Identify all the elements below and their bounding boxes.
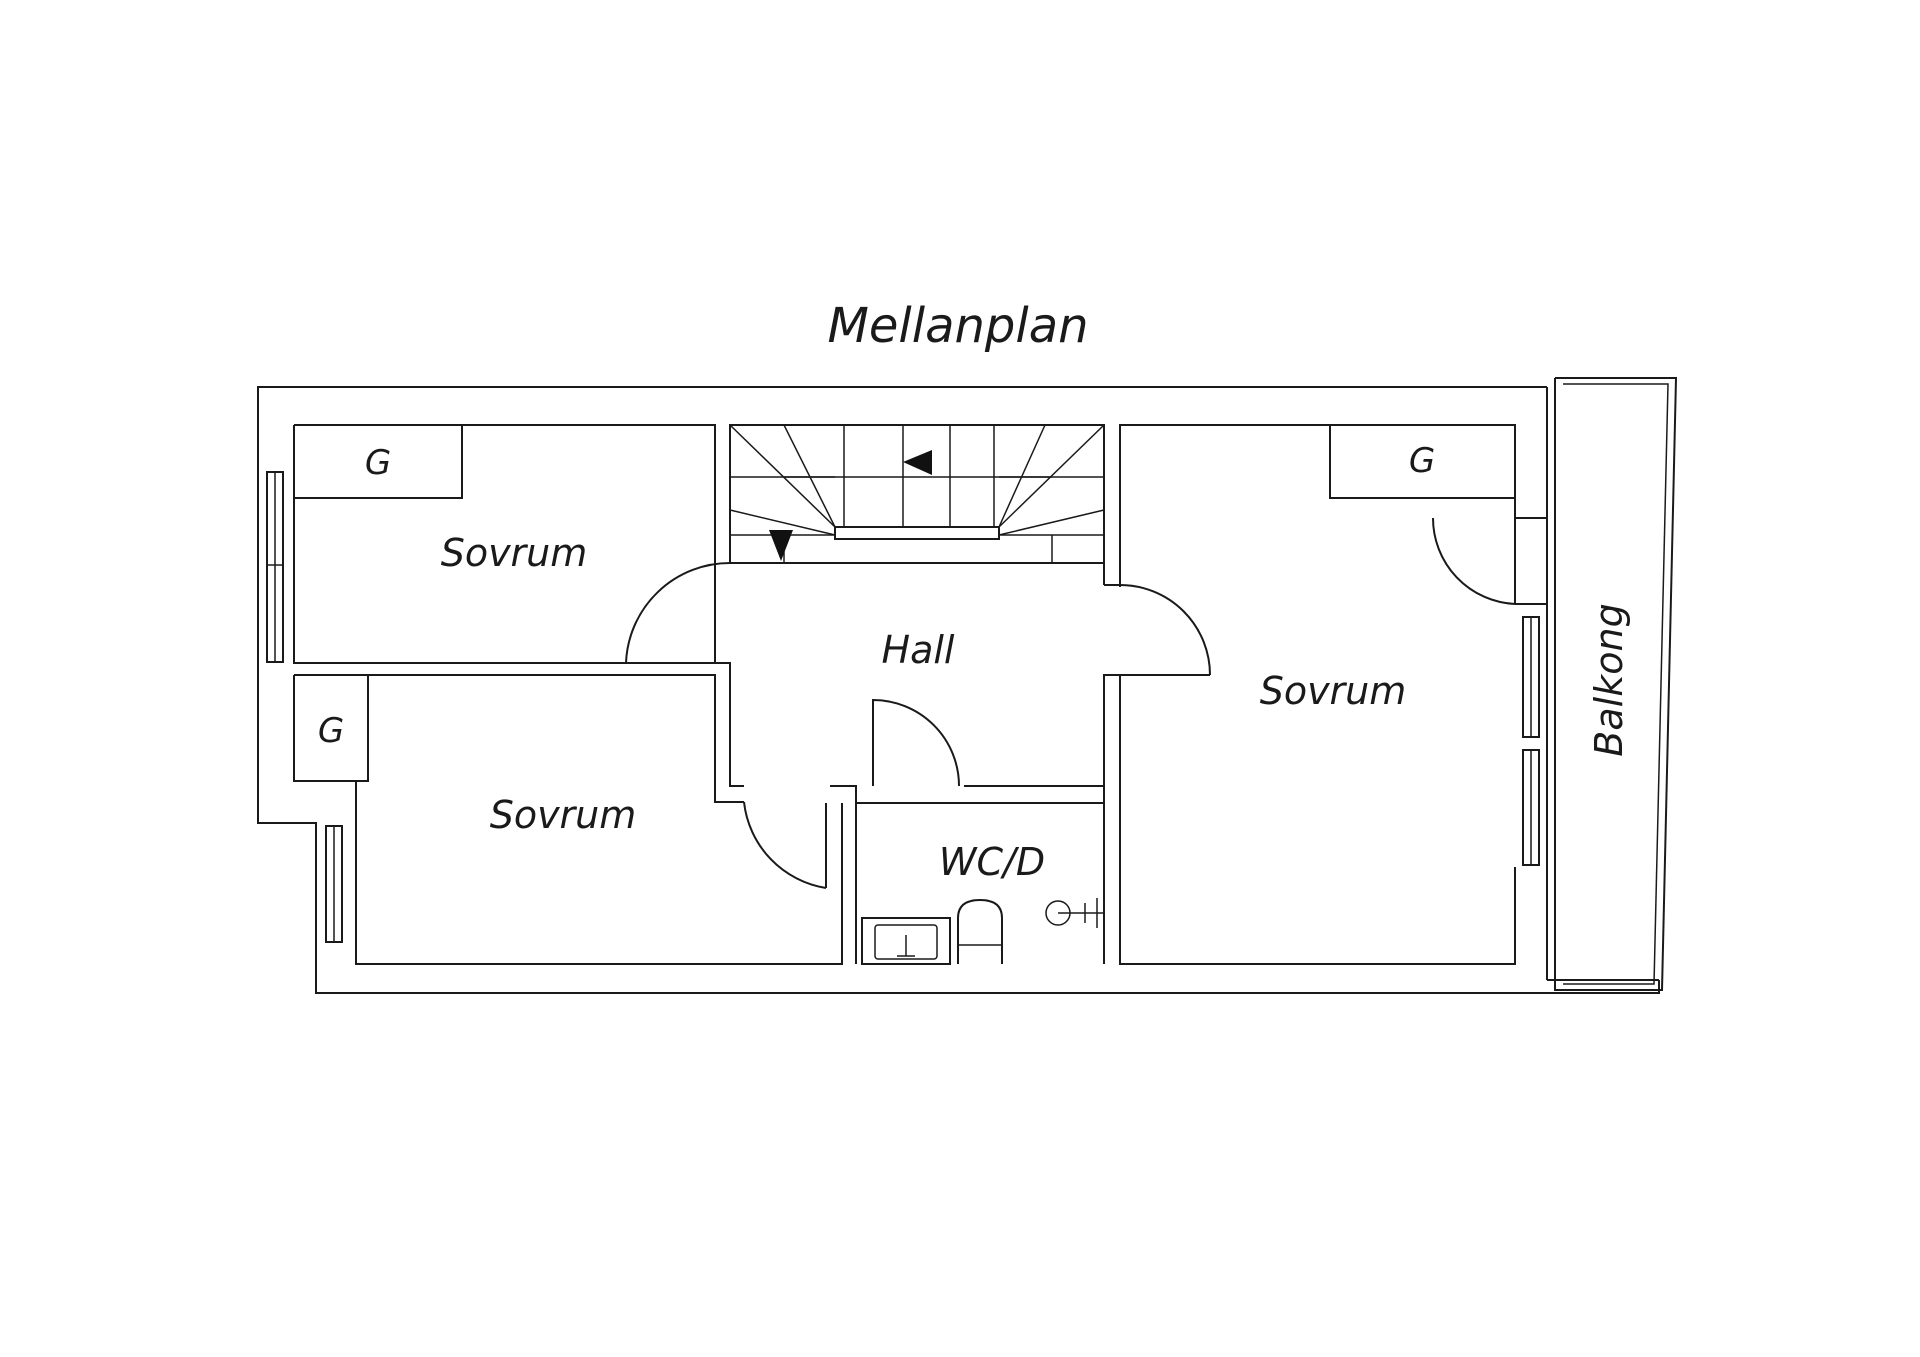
bedroom-right — [1119, 424, 1547, 965]
window-left-upper — [266, 471, 284, 663]
stair-arrow-left-icon — [903, 450, 932, 475]
staircase — [729, 424, 1105, 564]
closet-label: G — [1409, 441, 1435, 481]
door-wc — [872, 698, 960, 787]
toilet-icon — [957, 898, 1003, 964]
room-label-wc: WC/D — [939, 840, 1045, 884]
closet-label: G — [318, 711, 344, 751]
stair-arrow-down-icon — [769, 530, 793, 561]
hall-walls — [626, 425, 1210, 964]
door-bedroom-right — [1104, 584, 1211, 676]
room-label-bedroom-top-left: Sovrum — [441, 531, 588, 575]
balcony-label: Balkong — [1587, 603, 1631, 756]
plan-title: Mellanplan — [827, 298, 1088, 354]
window-right-lower — [1522, 749, 1540, 866]
room-label-bedroom-right: Sovrum — [1260, 669, 1407, 713]
shower-icon — [1045, 898, 1104, 928]
door-bedroom-top-left — [625, 562, 731, 664]
sink-icon — [861, 917, 951, 965]
room-label-hall: Hall — [882, 628, 955, 672]
door-bedroom-bottom-left — [743, 801, 827, 889]
window-right-upper — [1522, 616, 1540, 738]
outer-walls — [257, 386, 1660, 994]
closet-right: G — [1329, 425, 1515, 499]
bedroom-bottom-left — [293, 674, 843, 965]
window-left-lower — [325, 825, 343, 943]
closet-label: G — [365, 443, 391, 483]
closet-bottom-left: G — [294, 675, 369, 782]
closet-top-left: G — [294, 425, 463, 499]
wc-room — [856, 786, 1105, 964]
door-balcony — [1431, 517, 1516, 605]
balcony: Balkong — [1554, 377, 1678, 991]
room-label-bedroom-bottom-left: Sovrum — [490, 793, 637, 837]
